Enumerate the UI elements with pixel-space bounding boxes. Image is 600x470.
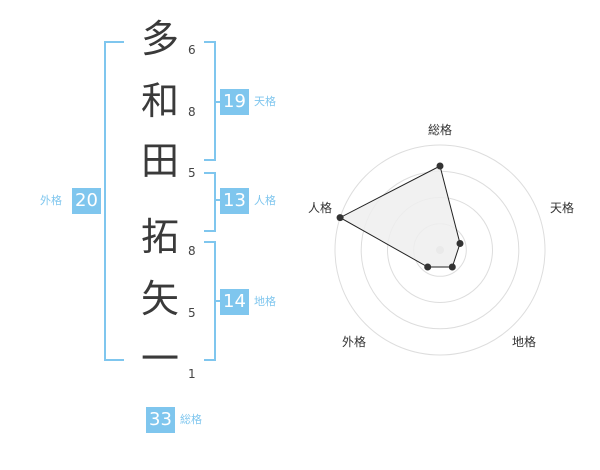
radar-point	[436, 162, 444, 170]
radar-axis-label-gaikaku: 外格	[341, 335, 366, 349]
name-char-1: 多	[140, 17, 179, 61]
chikaku-connector	[214, 300, 222, 302]
radar-axis-label-soukaku: 総格	[427, 123, 452, 137]
chikaku-label: 地格	[254, 295, 276, 308]
name-char-5: 矢	[140, 277, 179, 321]
radar-axis-label-jinkaku: 人格	[307, 201, 332, 215]
radar-point	[448, 263, 456, 271]
radar-chart	[334, 144, 546, 356]
stroke-count-6: 1	[188, 367, 196, 381]
jinkaku-badge: 13	[220, 188, 249, 214]
stroke-count-4: 8	[188, 244, 196, 258]
jinkaku-connector	[214, 199, 222, 201]
gaikaku-badge: 20	[72, 188, 101, 214]
radar-grid-ring	[334, 144, 546, 356]
radar-axis-label-chikaku: 地格	[511, 335, 536, 349]
jinkaku-label: 人格	[254, 194, 276, 207]
name-char-4: 拓	[140, 215, 179, 259]
radar-point	[456, 240, 464, 247]
stroke-count-5: 5	[188, 306, 196, 320]
radar-point	[424, 263, 432, 271]
radar-series-polygon	[339, 165, 461, 268]
jinkaku-bracket	[204, 172, 216, 232]
radar-point	[336, 214, 344, 222]
gaikaku-label: 外格	[40, 194, 62, 207]
stroke-count-3: 5	[188, 166, 196, 180]
name-char-2: 和	[140, 79, 179, 123]
stroke-count-1: 6	[188, 43, 196, 57]
soukaku-badge: 33	[146, 407, 175, 433]
gaikaku-bracket	[104, 41, 124, 361]
stroke-count-2: 8	[188, 105, 196, 119]
tenkaku-label: 天格	[254, 95, 276, 108]
tenkaku-badge: 19	[220, 89, 249, 115]
name-char-6: 一	[140, 337, 179, 381]
tenkaku-connector	[214, 101, 222, 103]
chikaku-badge: 14	[220, 289, 249, 315]
radar-axis-label-tenkaku: 天格	[549, 201, 574, 215]
name-char-3: 田	[140, 139, 179, 183]
soukaku-label: 総格	[180, 413, 202, 426]
